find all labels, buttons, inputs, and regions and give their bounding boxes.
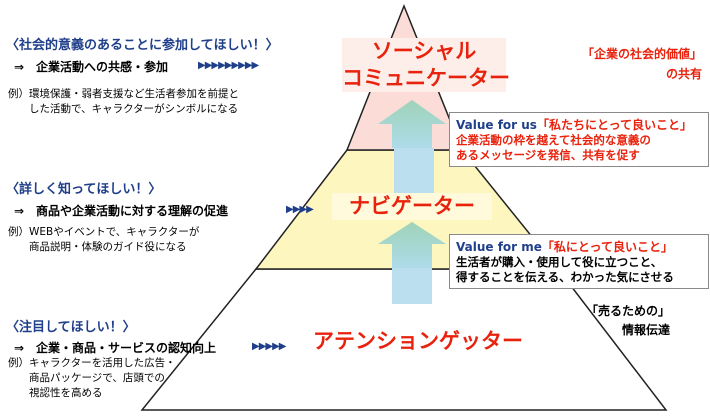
up-arrow-upper [378,100,446,194]
example-attention-1: 例）キャラクターを活用した広告・ [8,357,176,369]
arrow-detail: ▶▶▶▶ [286,204,314,215]
heading-attention: 〈注目してほしい！〉 [6,320,136,335]
arrow-social: ▶▶▶▶▶▶▶▶▶ [198,60,259,71]
value-for-us-body-2: あるメッセージを発信、共有を促す [456,148,640,162]
up-arrow-lower [378,222,446,304]
title-social-communicator: ソーシャル コミュニケーター [342,38,510,92]
line-detail: ⇒ 商品や企業活動に対する理解の促進 [14,204,229,218]
label-sales-info: 「売るための」 情報伝達 [552,302,670,340]
example-social-2: した活動で、キャラクターがシンボルになる [8,103,239,115]
line-attention: ⇒ 企業・商品・サービスの認知向上 [14,341,217,355]
value-for-me-header: Value for me「私にとって良いこと」 [456,238,702,255]
title-attention-getter: アテンションゲッター [313,329,523,353]
value-for-us-jp: 「私たちにとって良いこと」 [536,118,692,132]
value-for-us-body-1: 企業活動の枠を越えて社会的な意義の [456,133,651,147]
line-social: ⇒ 企業活動への共感・参加 [14,60,169,74]
heading-detail: 〈詳しく知ってほしい！〉 [6,182,162,197]
example-attention-3: 視認性を高める [8,387,103,399]
value-for-me-body-1: 生活者が購入・使用して役に立つこと、 [456,255,663,269]
label-social-value: 「企業の社会的価値」 の共有 [552,44,702,84]
example-detail-1: 例）WEBやイベントで、キャラクターが [8,226,200,238]
value-for-us-header: Value for us「私たちにとって良いこと」 [456,116,702,133]
value-for-us-en: Value for us [456,118,537,132]
label-social-value-line2: の共有 [665,67,702,81]
label-sales-info-line1: 「売るための」 [585,304,670,318]
arrow-attention: ▶▶▶▶▶ [252,341,286,352]
value-for-us-box: Value for us「私たちにとって良いこと」 企業活動の枠を越えて社会的な… [449,112,709,167]
value-for-me-box: Value for me「私にとって良いこと」 生活者が購入・使用して役に立つこ… [449,234,709,289]
heading-social: 〈社会的意義のあることに参加してほしい！〉 [6,38,279,53]
example-detail-2: 商品説明・体験のガイド役になる [8,241,187,253]
value-for-me-jp: 「私にとって良いこと」 [541,240,673,254]
title-social-communicator-line2: コミュニケーター [342,66,510,90]
title-navigator: ナビゲーター [332,193,492,220]
title-social-communicator-line1: ソーシャル [371,39,477,63]
label-social-value-line1: 「企業の社会的価値」 [581,47,702,61]
example-social-1: 例）環境保護・弱者支援など生活者参加を前提と [8,88,239,100]
value-for-me-en: Value for me [456,240,542,254]
value-for-me-body-2: 得することを伝える、わかった気にさせる [456,270,674,284]
label-sales-info-line2: 情報伝達 [621,323,670,337]
example-attention-2: 商品パッケージで、店頭での [8,372,165,384]
